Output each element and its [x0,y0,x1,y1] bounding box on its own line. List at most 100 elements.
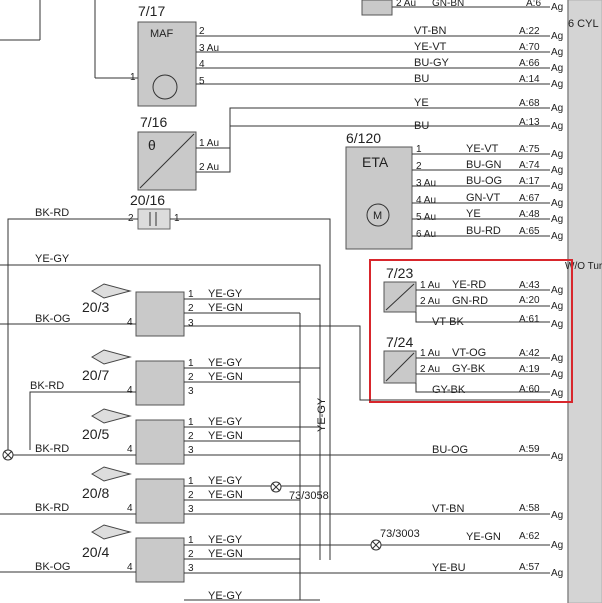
svg-text:BK-RD: BK-RD [30,380,64,392]
svg-text:YE-GY: YE-GY [208,534,243,546]
theta-icon: θ [148,137,156,153]
svg-text:Ag: Ag [551,214,563,225]
svg-text:Ag: Ag [551,231,563,242]
svg-text:A:42: A:42 [519,348,540,359]
svg-text:A:48: A:48 [519,209,540,220]
svg-text:2: 2 [416,161,422,172]
svg-text:YE-GN: YE-GN [466,531,501,543]
svg-text:3: 3 [188,504,194,515]
svg-text:1: 1 [188,417,194,428]
svg-text:A:13: A:13 [519,117,540,128]
splice-73-3003-label: 73/3003 [380,528,420,540]
svg-text:2: 2 [188,303,194,314]
svg-text:2 Au: 2 Au [420,296,440,307]
svg-text:20/8: 20/8 [82,485,109,501]
svg-text:A:68: A:68 [519,98,540,109]
svg-text:GN-VT: GN-VT [466,192,501,204]
svg-text:A:22: A:22 [519,26,540,37]
svg-text:A:57: A:57 [519,562,540,573]
sensor-7-24-id: 7/24 [386,334,413,350]
svg-text:YE-GN: YE-GN [208,489,243,501]
injector-20-8: 20/8 1 2 3 4 [82,466,194,524]
svg-text:BK-RD: BK-RD [35,443,69,455]
svg-text:A:66: A:66 [519,58,540,69]
svg-text:BU: BU [414,73,429,85]
svg-text:4: 4 [127,503,133,514]
svg-text:4: 4 [127,385,133,396]
svg-text:YE-GY: YE-GY [208,288,243,300]
svg-text:YE-GY: YE-GY [208,357,243,369]
svg-text:YE-GN: YE-GN [208,371,243,383]
sensor-7-23-id: 7/23 [386,265,413,281]
injector-20-7: 20/7 1 2 3 4 [82,349,194,406]
splice-73-3058-label: 73/3058 [289,490,329,502]
eta-throttle [345,146,413,250]
svg-text:A:62: A:62 [519,531,540,542]
svg-text:YE-BU: YE-BU [432,562,466,574]
svg-text:Ag: Ag [551,103,563,114]
svg-text:A:19: A:19 [519,364,540,375]
cyl-label: 6 CYL [568,18,599,30]
svg-text:4 Au: 4 Au [416,195,436,206]
svg-text:YE-GN: YE-GN [208,302,243,314]
svg-text:1: 1 [188,476,194,487]
wo-turbo-label: W/O Turbo [565,261,602,272]
svg-text:2: 2 [188,431,194,442]
svg-text:YE-GY: YE-GY [316,397,328,432]
eta-title: ETA [362,154,389,170]
svg-text:6 Au: 6 Au [416,229,436,240]
svg-text:Ag: Ag [551,369,563,380]
svg-text:A:43: A:43 [519,280,540,291]
svg-text:BU-GN: BU-GN [466,159,502,171]
highlight-box [369,259,573,403]
svg-text:BU-RD: BU-RD [466,225,501,237]
top-partial-component [361,0,393,16]
svg-text:Ag: Ag [551,121,563,132]
svg-text:A:61: A:61 [519,314,540,325]
svg-text:2: 2 [199,26,205,37]
svg-text:20/3: 20/3 [82,299,109,315]
svg-text:2: 2 [188,372,194,383]
svg-text:YE-GY: YE-GY [208,590,243,602]
diode-id: 20/16 [130,192,165,208]
svg-text:3 Au: 3 Au [416,178,436,189]
svg-text:VT-BN: VT-BN [432,503,464,515]
svg-text:VT-BN: VT-BN [414,25,446,37]
svg-text:Ag: Ag [551,31,563,42]
svg-text:Ag: Ag [551,353,563,364]
svg-text:2: 2 [188,490,194,501]
svg-text:Ag: Ag [551,285,563,296]
svg-text:YE-GY: YE-GY [208,416,243,428]
svg-text:3 Au: 3 Au [199,43,219,54]
svg-text:BK-RD: BK-RD [35,502,69,514]
svg-text:BU-OG: BU-OG [432,444,468,456]
svg-text:YE-GN: YE-GN [208,548,243,560]
svg-text:A:17: A:17 [519,176,540,187]
svg-text:YE: YE [466,208,481,220]
svg-text:1: 1 [188,358,194,369]
svg-text:20/5: 20/5 [82,426,109,442]
svg-text:3: 3 [188,445,194,456]
injector-20-3: 20/3 1 2 3 4 [82,283,194,337]
svg-text:Ag: Ag [551,181,563,192]
svg-text:Ag: Ag [551,388,563,399]
svg-text:2 Au: 2 Au [420,364,440,375]
svg-text:BK-OG: BK-OG [35,313,70,325]
svg-text:YE-RD: YE-RD [452,279,486,291]
svg-text:A:60: A:60 [519,384,540,395]
svg-text:YE-VT: YE-VT [414,41,447,53]
svg-text:1 Au: 1 Au [420,348,440,359]
eta-id: 6/120 [346,130,381,146]
svg-text:A:58: A:58 [519,503,540,514]
svg-text:Ag: Ag [551,540,563,551]
svg-text:A:14: A:14 [519,74,540,85]
svg-text:YE-GY: YE-GY [35,253,70,265]
svg-text:2 Au: 2 Au [199,162,219,173]
svg-text:A:70: A:70 [519,42,540,53]
maf-sensor [137,21,197,107]
svg-text:A:20: A:20 [519,295,540,306]
svg-text:GY-BK: GY-BK [452,363,486,375]
svg-text:A:74: A:74 [519,160,540,171]
svg-text:A:67: A:67 [519,193,540,204]
